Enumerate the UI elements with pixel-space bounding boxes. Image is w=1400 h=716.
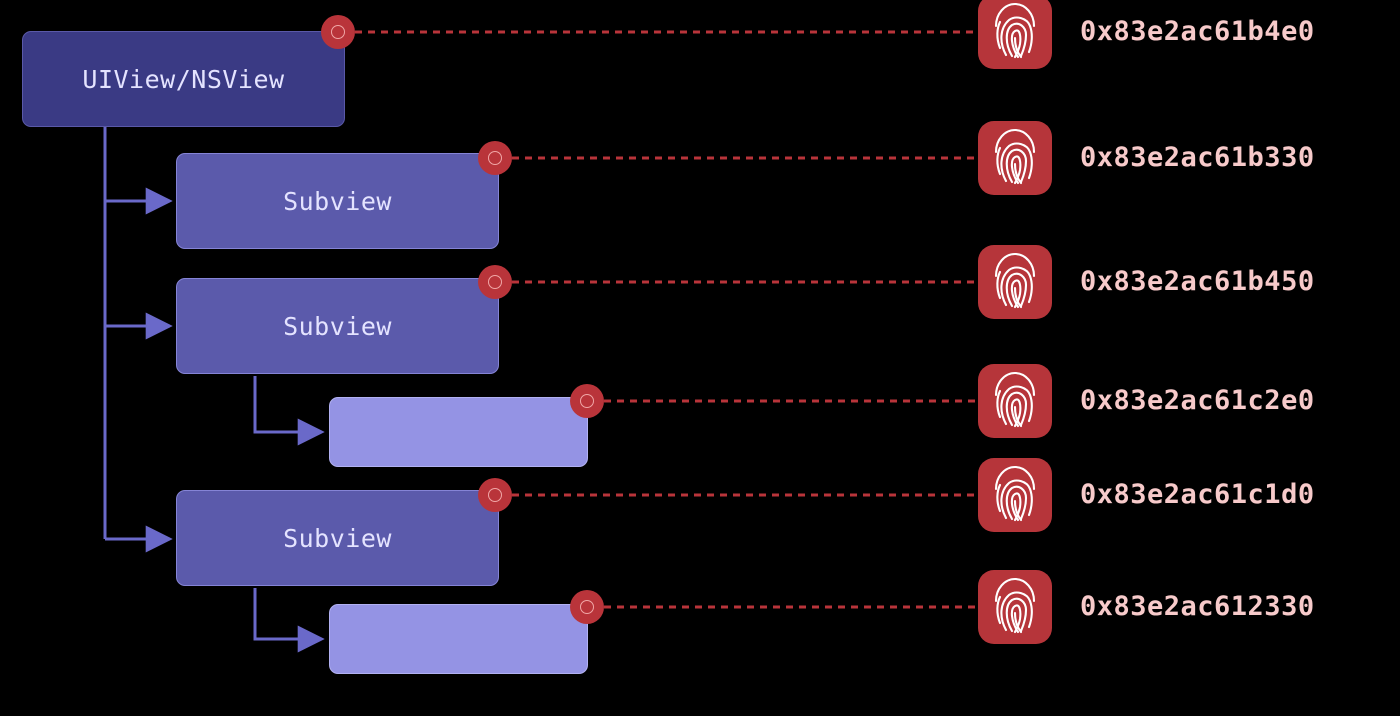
identifier-address: 0x83e2ac61b330: [1080, 142, 1315, 173]
node-anchor-dot: [478, 265, 512, 299]
fingerprint-icon: [978, 458, 1052, 532]
identifier-address: 0x83e2ac61b4e0: [1080, 16, 1315, 47]
connector-leaf-2: [253, 588, 325, 653]
identifier-address: 0x83e2ac61b450: [1080, 266, 1315, 297]
subview-box: Subview: [176, 278, 499, 374]
fingerprint-icon: [978, 570, 1052, 644]
node-anchor-dot: [478, 478, 512, 512]
leaf-view-box: [329, 397, 588, 467]
identifier-address: 0x83e2ac61c1d0: [1080, 479, 1315, 510]
identifier-address: 0x83e2ac612330: [1080, 591, 1315, 622]
node-anchor-dot: [321, 15, 355, 49]
subview-label: Subview: [283, 523, 392, 553]
identifier-address: 0x83e2ac61c2e0: [1080, 385, 1315, 416]
root-view-label: UIView/NSView: [82, 64, 285, 94]
subview-label: Subview: [283, 186, 392, 216]
fingerprint-icon: [978, 121, 1052, 195]
node-anchor-dot: [478, 141, 512, 175]
node-anchor-dot: [570, 590, 604, 624]
subview-label: Subview: [283, 311, 392, 341]
connector-leaf-1: [253, 376, 325, 446]
subview-box: Subview: [176, 153, 499, 249]
root-view-box: UIView/NSView: [22, 31, 345, 127]
leaf-view-box: [329, 604, 588, 674]
fingerprint-icon: [978, 364, 1052, 438]
node-anchor-dot: [570, 384, 604, 418]
subview-box: Subview: [176, 490, 499, 586]
fingerprint-icon: [978, 245, 1052, 319]
fingerprint-icon: [978, 0, 1052, 69]
